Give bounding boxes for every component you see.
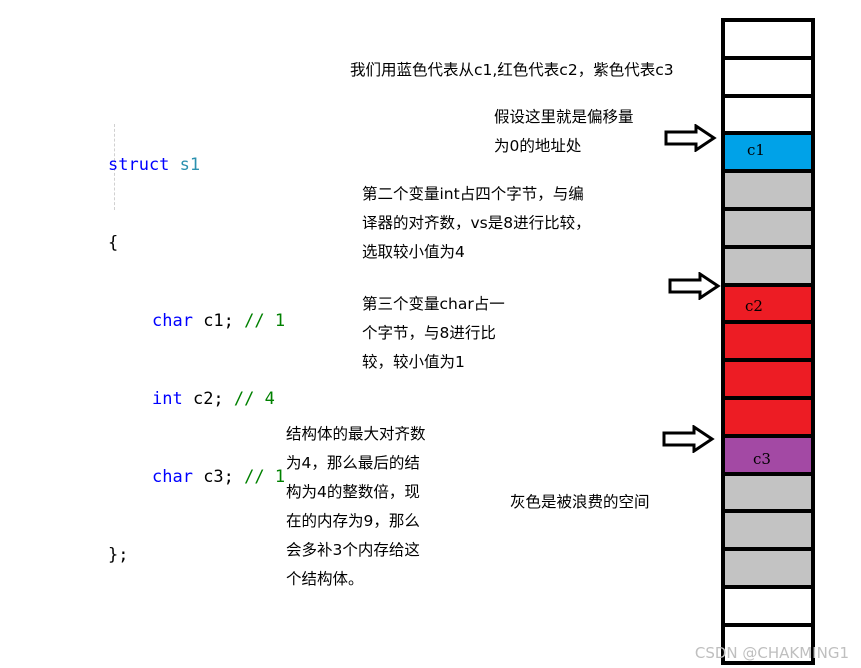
max-align-note: 结构体的最大对齐数 为4，那么最后的结 构为4的整数倍，现 在的内存为9，那么 … bbox=[286, 420, 426, 594]
watermark: CSDN @CHAKMING1 bbox=[694, 644, 849, 662]
code-comment: // 1 bbox=[244, 311, 286, 331]
note-line: 为4，那么最后的结 bbox=[286, 454, 420, 472]
code-comment: // 1 bbox=[244, 467, 286, 487]
open-brace: { bbox=[108, 233, 119, 253]
memory-cell bbox=[725, 358, 811, 396]
memory-cell bbox=[725, 93, 811, 132]
memory-strip: c1 c2 c3 bbox=[721, 18, 815, 665]
memory-cell bbox=[725, 320, 811, 359]
note-line: 个结构体。 bbox=[286, 570, 364, 588]
note-line: 第三个变量char占一 bbox=[362, 295, 505, 313]
note-line: 构为4的整数倍，现 bbox=[286, 483, 420, 501]
cell-label: c2 bbox=[745, 296, 763, 315]
memory-cell bbox=[725, 206, 811, 245]
arrow-right-icon bbox=[668, 272, 721, 300]
memory-cell: c3 bbox=[725, 433, 811, 472]
indent-guide bbox=[114, 124, 115, 210]
memory-cell bbox=[725, 509, 811, 548]
memory-cell bbox=[725, 18, 811, 56]
gray-waste-note: 灰色是被浪费的空间 bbox=[510, 493, 650, 511]
note-line: 假设这里就是偏移量 bbox=[494, 108, 634, 126]
arrow-right-icon bbox=[662, 425, 715, 453]
declaration: c2; bbox=[182, 389, 234, 409]
struct-keyword: struct bbox=[108, 155, 170, 175]
close-brace: }; bbox=[108, 545, 129, 565]
memory-cell bbox=[725, 395, 811, 434]
code-line-c2: int c2; // 4 bbox=[108, 386, 285, 412]
declaration: c3; bbox=[192, 467, 245, 487]
second-var-note: 第二个变量int占四个字节，与编 译器的对齐数，vs是8进行比较， 选取较小值为… bbox=[362, 180, 591, 267]
code-comment: // 4 bbox=[233, 389, 275, 409]
type-keyword: char bbox=[152, 467, 193, 487]
code-line-c1: char c1; // 1 bbox=[108, 308, 285, 334]
note-line: 结构体的最大对齐数 bbox=[286, 425, 426, 443]
note-line: 个字节，与8进行比 bbox=[362, 324, 496, 342]
legend-note: 我们用蓝色代表从c1,红色代表c2，紫色代表c3 bbox=[350, 61, 674, 79]
arrow-right-icon bbox=[664, 124, 717, 152]
memory-cell: c1 bbox=[725, 131, 811, 170]
cell-label: c3 bbox=[753, 449, 771, 468]
memory-cell bbox=[725, 244, 811, 283]
memory-cell bbox=[725, 547, 811, 585]
note-line: 第二个变量int占四个字节，与编 bbox=[362, 185, 584, 203]
type-keyword: int bbox=[152, 389, 183, 409]
code-block: struct s1 { char c1; // 1 int c2; // 4 c… bbox=[108, 74, 285, 594]
memory-cell bbox=[725, 471, 811, 510]
memory-cell bbox=[725, 169, 811, 207]
third-var-note: 第三个变量char占一 个字节，与8进行比 较，较小值为1 bbox=[362, 290, 505, 377]
declaration: c1; bbox=[192, 311, 245, 331]
note-line: 为0的地址处 bbox=[494, 137, 582, 155]
note-line: 译器的对齐数，vs是8进行比较， bbox=[362, 214, 591, 232]
note-line: 在的内存为9，那么 bbox=[286, 512, 420, 530]
cell-label: c1 bbox=[747, 141, 765, 160]
struct-header: struct s1 bbox=[108, 152, 285, 178]
note-line: 较，较小值为1 bbox=[362, 353, 465, 371]
note-line: 会多补3个内存给这 bbox=[286, 541, 420, 559]
code-line-c3: char c3; // 1 bbox=[108, 464, 285, 490]
struct-name: s1 bbox=[179, 155, 201, 175]
memory-cell bbox=[725, 55, 811, 94]
type-keyword: char bbox=[152, 311, 193, 331]
memory-cell bbox=[725, 622, 811, 665]
offset-zero-note: 假设这里就是偏移量 为0的地址处 bbox=[494, 103, 634, 161]
memory-cell bbox=[725, 584, 811, 623]
memory-cell: c2 bbox=[725, 282, 811, 321]
note-line: 选取较小值为4 bbox=[362, 243, 465, 261]
